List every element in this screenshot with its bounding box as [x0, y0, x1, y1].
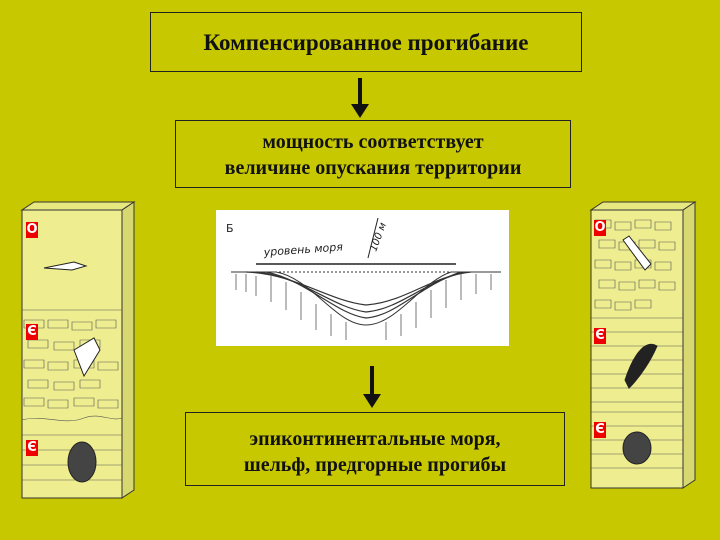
left-era-label-3: Є: [26, 440, 38, 456]
bottom-line-1: эпиконтинентальные моря,: [249, 428, 501, 450]
left-era-label-1: O: [26, 222, 38, 238]
left-era-label-2: Є: [26, 324, 38, 340]
right-era-label-3: Є: [594, 422, 606, 438]
sea-level-label: уровень моря: [262, 240, 343, 259]
down-arrow-2: [363, 366, 381, 408]
title-text: Компенсированное прогибание: [203, 30, 529, 55]
bottom-line-2: шельф, предгорные прогибы: [243, 454, 507, 476]
figure-corner-label: Б: [226, 222, 234, 235]
middle-line-2: величине опускания территории: [224, 157, 522, 179]
left-strat-column: O Є Є: [14, 200, 144, 500]
right-era-label-1: O: [594, 220, 606, 236]
basin-diagram: Б уровень моря 100 м: [226, 217, 501, 340]
middle-box: мощность соответствует величине опускани…: [175, 120, 571, 188]
bottom-box: эпиконтинентальные моря, шельф, предгорн…: [185, 412, 565, 486]
right-era-label-2: Є: [594, 328, 606, 344]
title-box: Компенсированное прогибание: [150, 12, 582, 72]
depth-label: 100 м: [368, 221, 389, 253]
right-strat-column: O Є Є: [585, 200, 700, 490]
down-arrow-1: [351, 78, 369, 118]
middle-line-1: мощность соответствует: [262, 131, 484, 153]
cross-section-figure: Б уровень моря 100 м: [216, 210, 509, 346]
